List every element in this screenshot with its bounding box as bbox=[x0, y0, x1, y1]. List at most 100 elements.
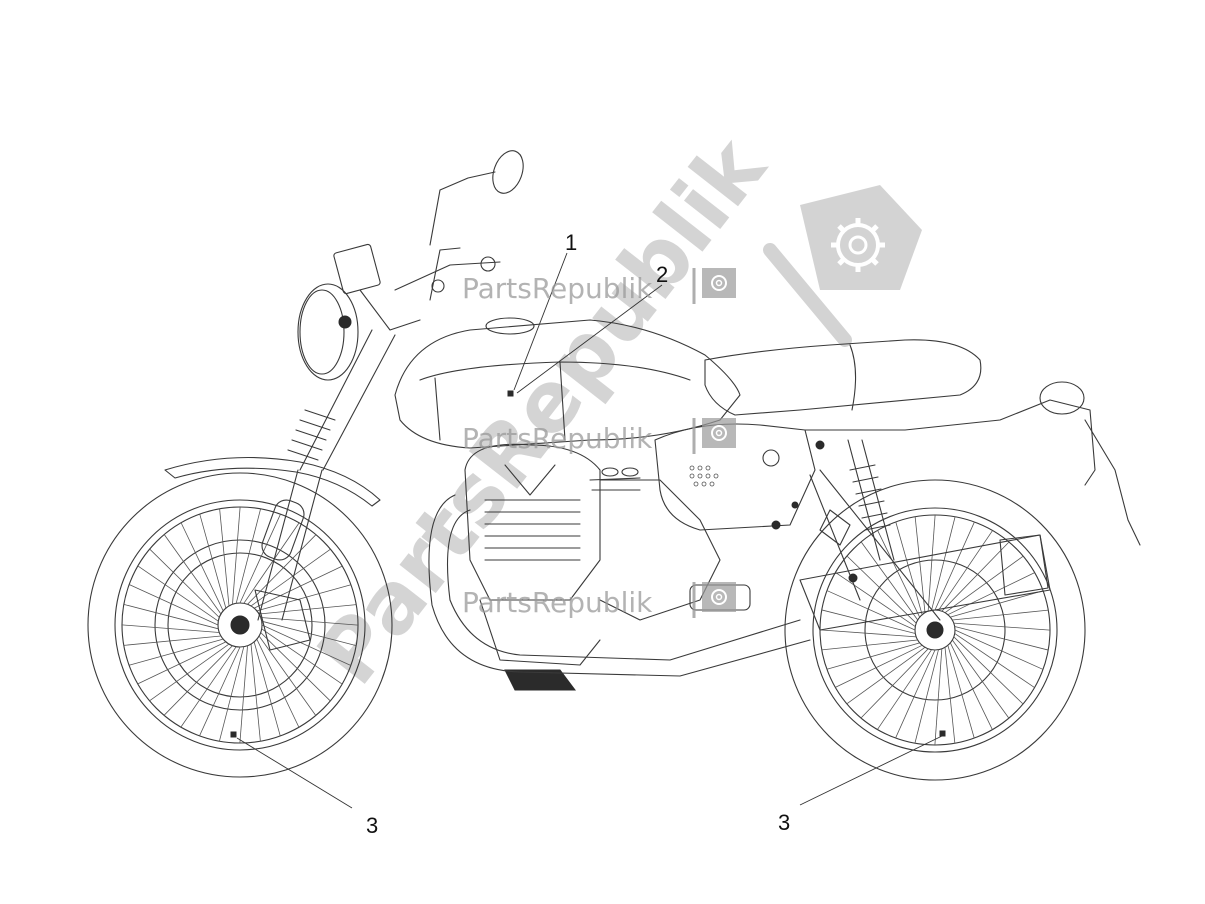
fuel-tank bbox=[394, 317, 741, 449]
wheel-spoke bbox=[137, 565, 219, 622]
watermark-logo bbox=[763, 185, 922, 347]
wheel-spoke bbox=[954, 629, 1044, 670]
callout-label-2: 2 bbox=[656, 262, 668, 287]
wheel-spoke bbox=[953, 622, 1051, 631]
wheel-spoke bbox=[163, 534, 222, 615]
wheel-spoke bbox=[199, 646, 241, 737]
wheel-spoke bbox=[877, 530, 921, 618]
gear-icon bbox=[831, 218, 885, 272]
callout-label-3-front: 3 bbox=[366, 813, 378, 838]
wheel-spoke bbox=[914, 649, 939, 744]
callout-leader-3-front bbox=[236, 737, 353, 809]
watermark-row-bottom: PartsRepublik bbox=[462, 582, 736, 619]
wheel-spoke bbox=[261, 624, 352, 666]
wheel-spoke bbox=[931, 516, 956, 611]
wheel-spoke bbox=[860, 541, 919, 621]
wheel-spoke bbox=[821, 639, 918, 651]
wheel-spoke bbox=[121, 624, 220, 633]
wheel-spoke bbox=[846, 646, 926, 705]
wheel-spoke bbox=[239, 645, 248, 744]
watermark-row-top: PartsRepublik bbox=[462, 268, 736, 305]
wheel-spoke bbox=[877, 649, 932, 730]
wheel-spoke bbox=[259, 604, 357, 615]
wheel-spoke bbox=[232, 506, 241, 605]
seat bbox=[704, 339, 982, 416]
front-mudguard bbox=[164, 457, 381, 507]
wheel-spoke bbox=[128, 638, 224, 666]
wheel-spoke bbox=[149, 548, 220, 618]
wheel-spoke bbox=[835, 644, 923, 688]
wheel-spoke bbox=[950, 590, 1044, 618]
wheel-spoke bbox=[895, 521, 923, 615]
wheel-spoke bbox=[835, 572, 916, 627]
wheel-spoke bbox=[199, 513, 227, 609]
footpegs bbox=[771, 440, 858, 583]
watermark-text: PartsRepublik bbox=[462, 586, 653, 619]
wheel-spoke bbox=[258, 635, 317, 716]
wheel-spoke bbox=[253, 565, 343, 609]
wheel-spoke bbox=[938, 530, 993, 611]
speedometer bbox=[333, 243, 421, 331]
wheel-spoke bbox=[826, 590, 916, 631]
wheel-spoke bbox=[914, 516, 926, 613]
handlebar-mirror bbox=[394, 150, 524, 301]
callout-leader-2 bbox=[516, 284, 663, 394]
exhaust bbox=[428, 494, 1051, 677]
wheel-spoke bbox=[137, 641, 227, 685]
wheel-spoke bbox=[235, 508, 261, 604]
rear-shock bbox=[847, 439, 895, 561]
wheel-spoke bbox=[180, 522, 224, 612]
wheel-spoke bbox=[846, 555, 917, 624]
wheel-spoke bbox=[163, 645, 233, 716]
wheel-spoke bbox=[256, 638, 300, 728]
headlight bbox=[297, 283, 359, 381]
wheel-spoke bbox=[239, 513, 281, 604]
wheel-spoke bbox=[951, 639, 1010, 719]
wheel-spoke bbox=[954, 626, 1049, 651]
engine bbox=[464, 443, 751, 691]
rear-frame bbox=[804, 381, 1141, 621]
wheel-spoke bbox=[947, 572, 1035, 616]
callout-label-1: 1 bbox=[565, 230, 577, 255]
wheel-spoke bbox=[944, 555, 1024, 614]
wheel-spoke bbox=[934, 521, 975, 611]
motorcycle-drawing bbox=[87, 150, 1141, 781]
wheel-spoke bbox=[927, 514, 936, 612]
wheel-spoke bbox=[261, 620, 357, 646]
wheel-spoke bbox=[219, 646, 245, 742]
wheel-spoke bbox=[253, 641, 281, 737]
wheel-spoke bbox=[949, 642, 993, 730]
wheel-spoke bbox=[260, 617, 359, 626]
gear-icon bbox=[711, 589, 727, 605]
gear-icon bbox=[711, 275, 727, 291]
watermark-text: PartsRepublik bbox=[462, 422, 653, 455]
wheel-spoke bbox=[247, 534, 317, 605]
watermark-text: PartsRepublik bbox=[462, 272, 653, 305]
wheel-spoke bbox=[944, 647, 956, 744]
marker-front-rim bbox=[230, 731, 237, 738]
wheel-spoke bbox=[826, 642, 920, 670]
wheel-spoke bbox=[954, 633, 1035, 688]
wheel-spoke bbox=[860, 648, 929, 719]
wheel-spoke bbox=[947, 645, 975, 739]
wheel-spoke bbox=[219, 508, 230, 606]
callout-leader-1 bbox=[513, 252, 568, 391]
wheel-spoke bbox=[934, 648, 943, 746]
callout-leader-3-rear bbox=[799, 735, 943, 806]
wheel-spoke bbox=[123, 604, 219, 630]
wheel-spoke bbox=[261, 628, 343, 685]
wheel-spoke bbox=[128, 584, 219, 626]
callout-label-3-rear: 3 bbox=[778, 810, 790, 835]
wheel-spoke bbox=[941, 541, 1010, 612]
wheel-spoke bbox=[180, 646, 237, 728]
wheel-spoke bbox=[260, 632, 331, 702]
wheel-spoke bbox=[250, 644, 261, 742]
wheel-spoke bbox=[952, 609, 1049, 621]
wheel-spoke bbox=[819, 629, 917, 638]
front-wheel bbox=[87, 472, 393, 778]
wheel-spoke bbox=[123, 635, 221, 646]
callouts: 1 2 3 3 bbox=[236, 230, 943, 838]
wheel-spoke bbox=[953, 636, 1024, 705]
wheel-spoke bbox=[256, 584, 352, 612]
